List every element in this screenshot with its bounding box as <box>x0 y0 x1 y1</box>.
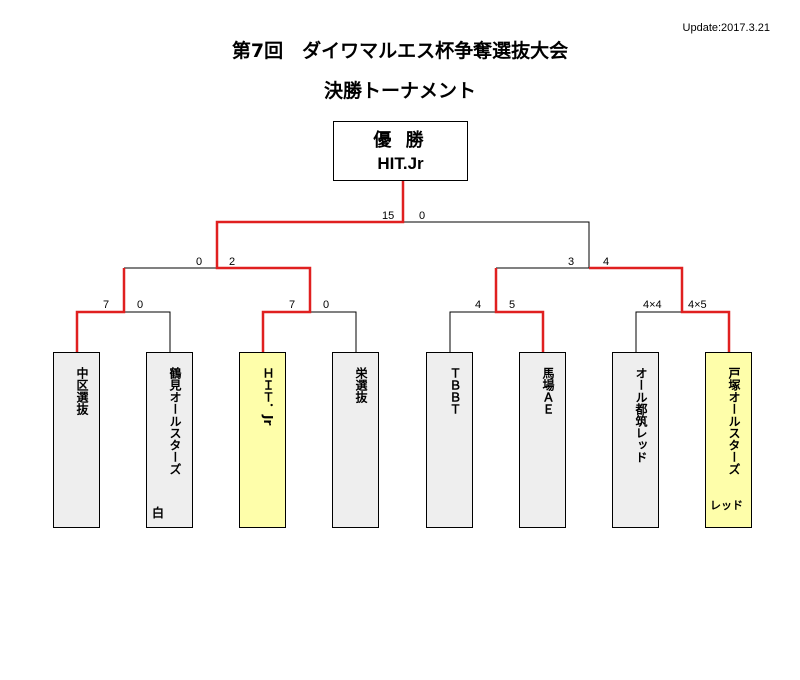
champion-label: 優 勝 <box>373 130 428 151</box>
score-qf1-left: 7 <box>103 299 110 311</box>
score-qf3-left: 4 <box>475 299 482 311</box>
score-qf4-right: 4×5 <box>688 299 707 311</box>
team-box-6: 馬場ＡＥ <box>519 352 566 528</box>
team-box-7: オール都筑レッド <box>612 352 659 528</box>
score-semi2-left: 3 <box>568 256 575 268</box>
team-name: 栄選抜 <box>354 367 368 403</box>
team-name: 中区選抜 <box>75 367 89 415</box>
score-semi1-left: 0 <box>196 256 203 268</box>
team-name: ＨＩＴ．Jr <box>261 367 275 426</box>
champion-box: 優 勝 HIT.Jr <box>333 121 468 181</box>
team-box-8: 戸塚オールスターズ レッド <box>705 352 752 528</box>
update-date: Update:2017.3.21 <box>682 22 770 34</box>
tournament-title: 第7回 ダイワマルエス杯争奪選抜大会 <box>231 40 569 62</box>
score-final-left: 15 <box>382 210 395 222</box>
team-name: ＴＢＢＴ <box>448 367 462 415</box>
team-name: 戸塚オールスターズ <box>727 367 741 475</box>
score-semi1-right: 2 <box>229 256 236 268</box>
tournament-subtitle: 決勝トーナメント <box>323 80 476 102</box>
team-name: 鶴見オールスターズ <box>168 367 182 475</box>
team-name: 馬場ＡＥ <box>541 367 555 415</box>
team-box-5: ＴＢＢＴ <box>426 352 473 528</box>
score-qf2-right: 0 <box>323 299 330 311</box>
team-sub: レッド <box>710 499 743 512</box>
score-qf2-left: 7 <box>289 299 296 311</box>
bracket-lines-normal <box>124 221 682 352</box>
score-final-right: 0 <box>419 210 426 222</box>
team-box-2: 鶴見オールスターズ 白 <box>146 352 193 528</box>
score-semi2-right: 4 <box>603 256 610 268</box>
score-qf1-right: 0 <box>137 299 144 311</box>
team-name: オール都筑レッド <box>634 367 648 463</box>
champion-team: HIT.Jr <box>377 154 424 173</box>
score-qf3-right: 5 <box>509 299 516 311</box>
team-box-4: 栄選抜 <box>332 352 379 528</box>
bracket-lines-winner <box>75 181 731 352</box>
team-box-3: ＨＩＴ．Jr <box>239 352 286 528</box>
score-qf4-left: 4×4 <box>643 299 662 311</box>
team-box-1: 中区選抜 <box>53 352 100 528</box>
team-sub: 白 <box>152 506 165 520</box>
